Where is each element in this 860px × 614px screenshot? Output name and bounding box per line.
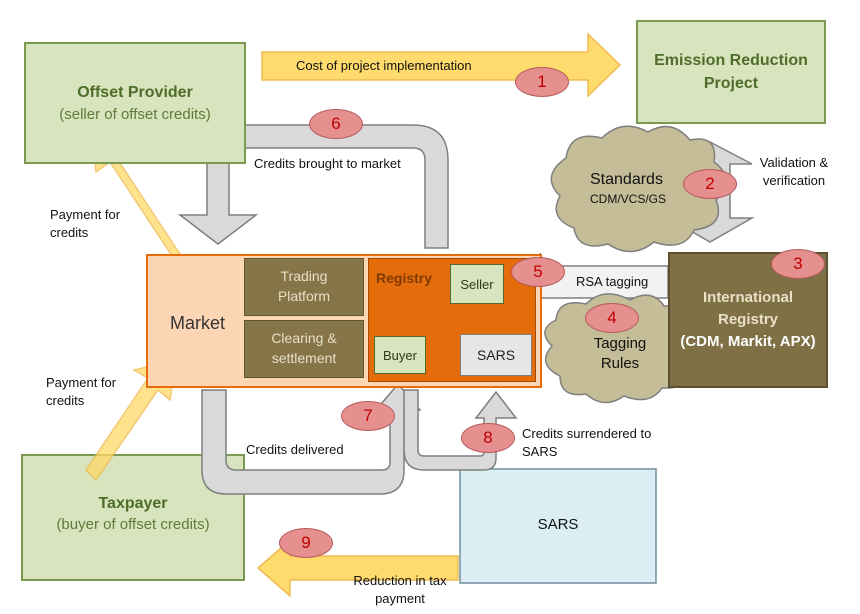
step-badge-3: 3 [771, 249, 825, 279]
step-badge-8: 8 [461, 423, 515, 453]
offset-provider-box: Offset Provider (seller of offset credit… [24, 42, 246, 164]
international-registry-title: International Registry [702, 289, 793, 329]
registry-sars-label: SARS [476, 347, 516, 363]
registry-seller-box: Seller [450, 264, 504, 304]
credits-delivered-arrow [201, 382, 422, 495]
sars-box-bg [459, 468, 657, 584]
step-badge-9: 9 [279, 528, 333, 558]
cost-label: Cost of project implementation [296, 58, 472, 73]
payment-top-label: Payment for credits [50, 207, 121, 240]
step-badge-5: 5 [511, 257, 565, 287]
validation-label: Validation & verification [759, 155, 829, 188]
standards-subtitle: CDM/VCS/GS [590, 192, 667, 206]
emission-project-title: Emission Reduction Project [654, 51, 808, 92]
step-badge-2: 2 [683, 169, 737, 199]
trading-platform-label: Trading Platform [277, 268, 331, 304]
international-registry-subtitle: (CDM, Markit, APX) [680, 332, 816, 350]
clearing-label: Clearing & settlement [271, 330, 337, 366]
payment-bottom-label: Payment for credits [46, 375, 117, 408]
step-badge-4: 4 [585, 303, 639, 333]
offset-provider-title: Offset Provider [77, 83, 193, 101]
tax-reduction-label: Reduction in tax payment [353, 573, 447, 606]
credits-to-market-label: Credits brought to market [254, 156, 401, 171]
offset-provider-subtitle: (seller of offset credits) [59, 105, 211, 123]
market-title: Market [170, 313, 226, 333]
credits-to-market-arrow [177, 124, 449, 249]
credits-delivered-label: Credits delivered [246, 442, 344, 457]
registry-buyer-label: Buyer [383, 347, 417, 363]
emission-project-box: Emission Reduction Project [636, 20, 826, 124]
credits-surrendered-label: Credits surrendered to SARS [522, 426, 652, 459]
registry-sars-box: SARS [460, 334, 532, 376]
step-badge-7: 7 [341, 401, 395, 431]
sars-title: SARS [537, 516, 579, 533]
step-badge-1: 1 [515, 67, 569, 97]
clearing-box: Clearing & settlement [244, 320, 364, 378]
registry-title: Registry [376, 270, 433, 286]
trading-platform-box: Trading Platform [244, 258, 364, 316]
tagging-rules-title: Tagging Rules [593, 335, 647, 373]
cost-arrow [261, 32, 622, 98]
rsa-tagging-label: RSA tagging [576, 274, 649, 289]
standards-title: Standards [590, 171, 663, 188]
registry-buyer-box: Buyer [374, 336, 426, 374]
registry-seller-label: Seller [460, 276, 494, 292]
taxpayer-subtitle: (buyer of offset credits) [56, 516, 210, 533]
standards-cloud [550, 125, 727, 253]
taxpayer-title: Taxpayer [98, 495, 168, 512]
step-badge-6: 6 [309, 109, 363, 139]
